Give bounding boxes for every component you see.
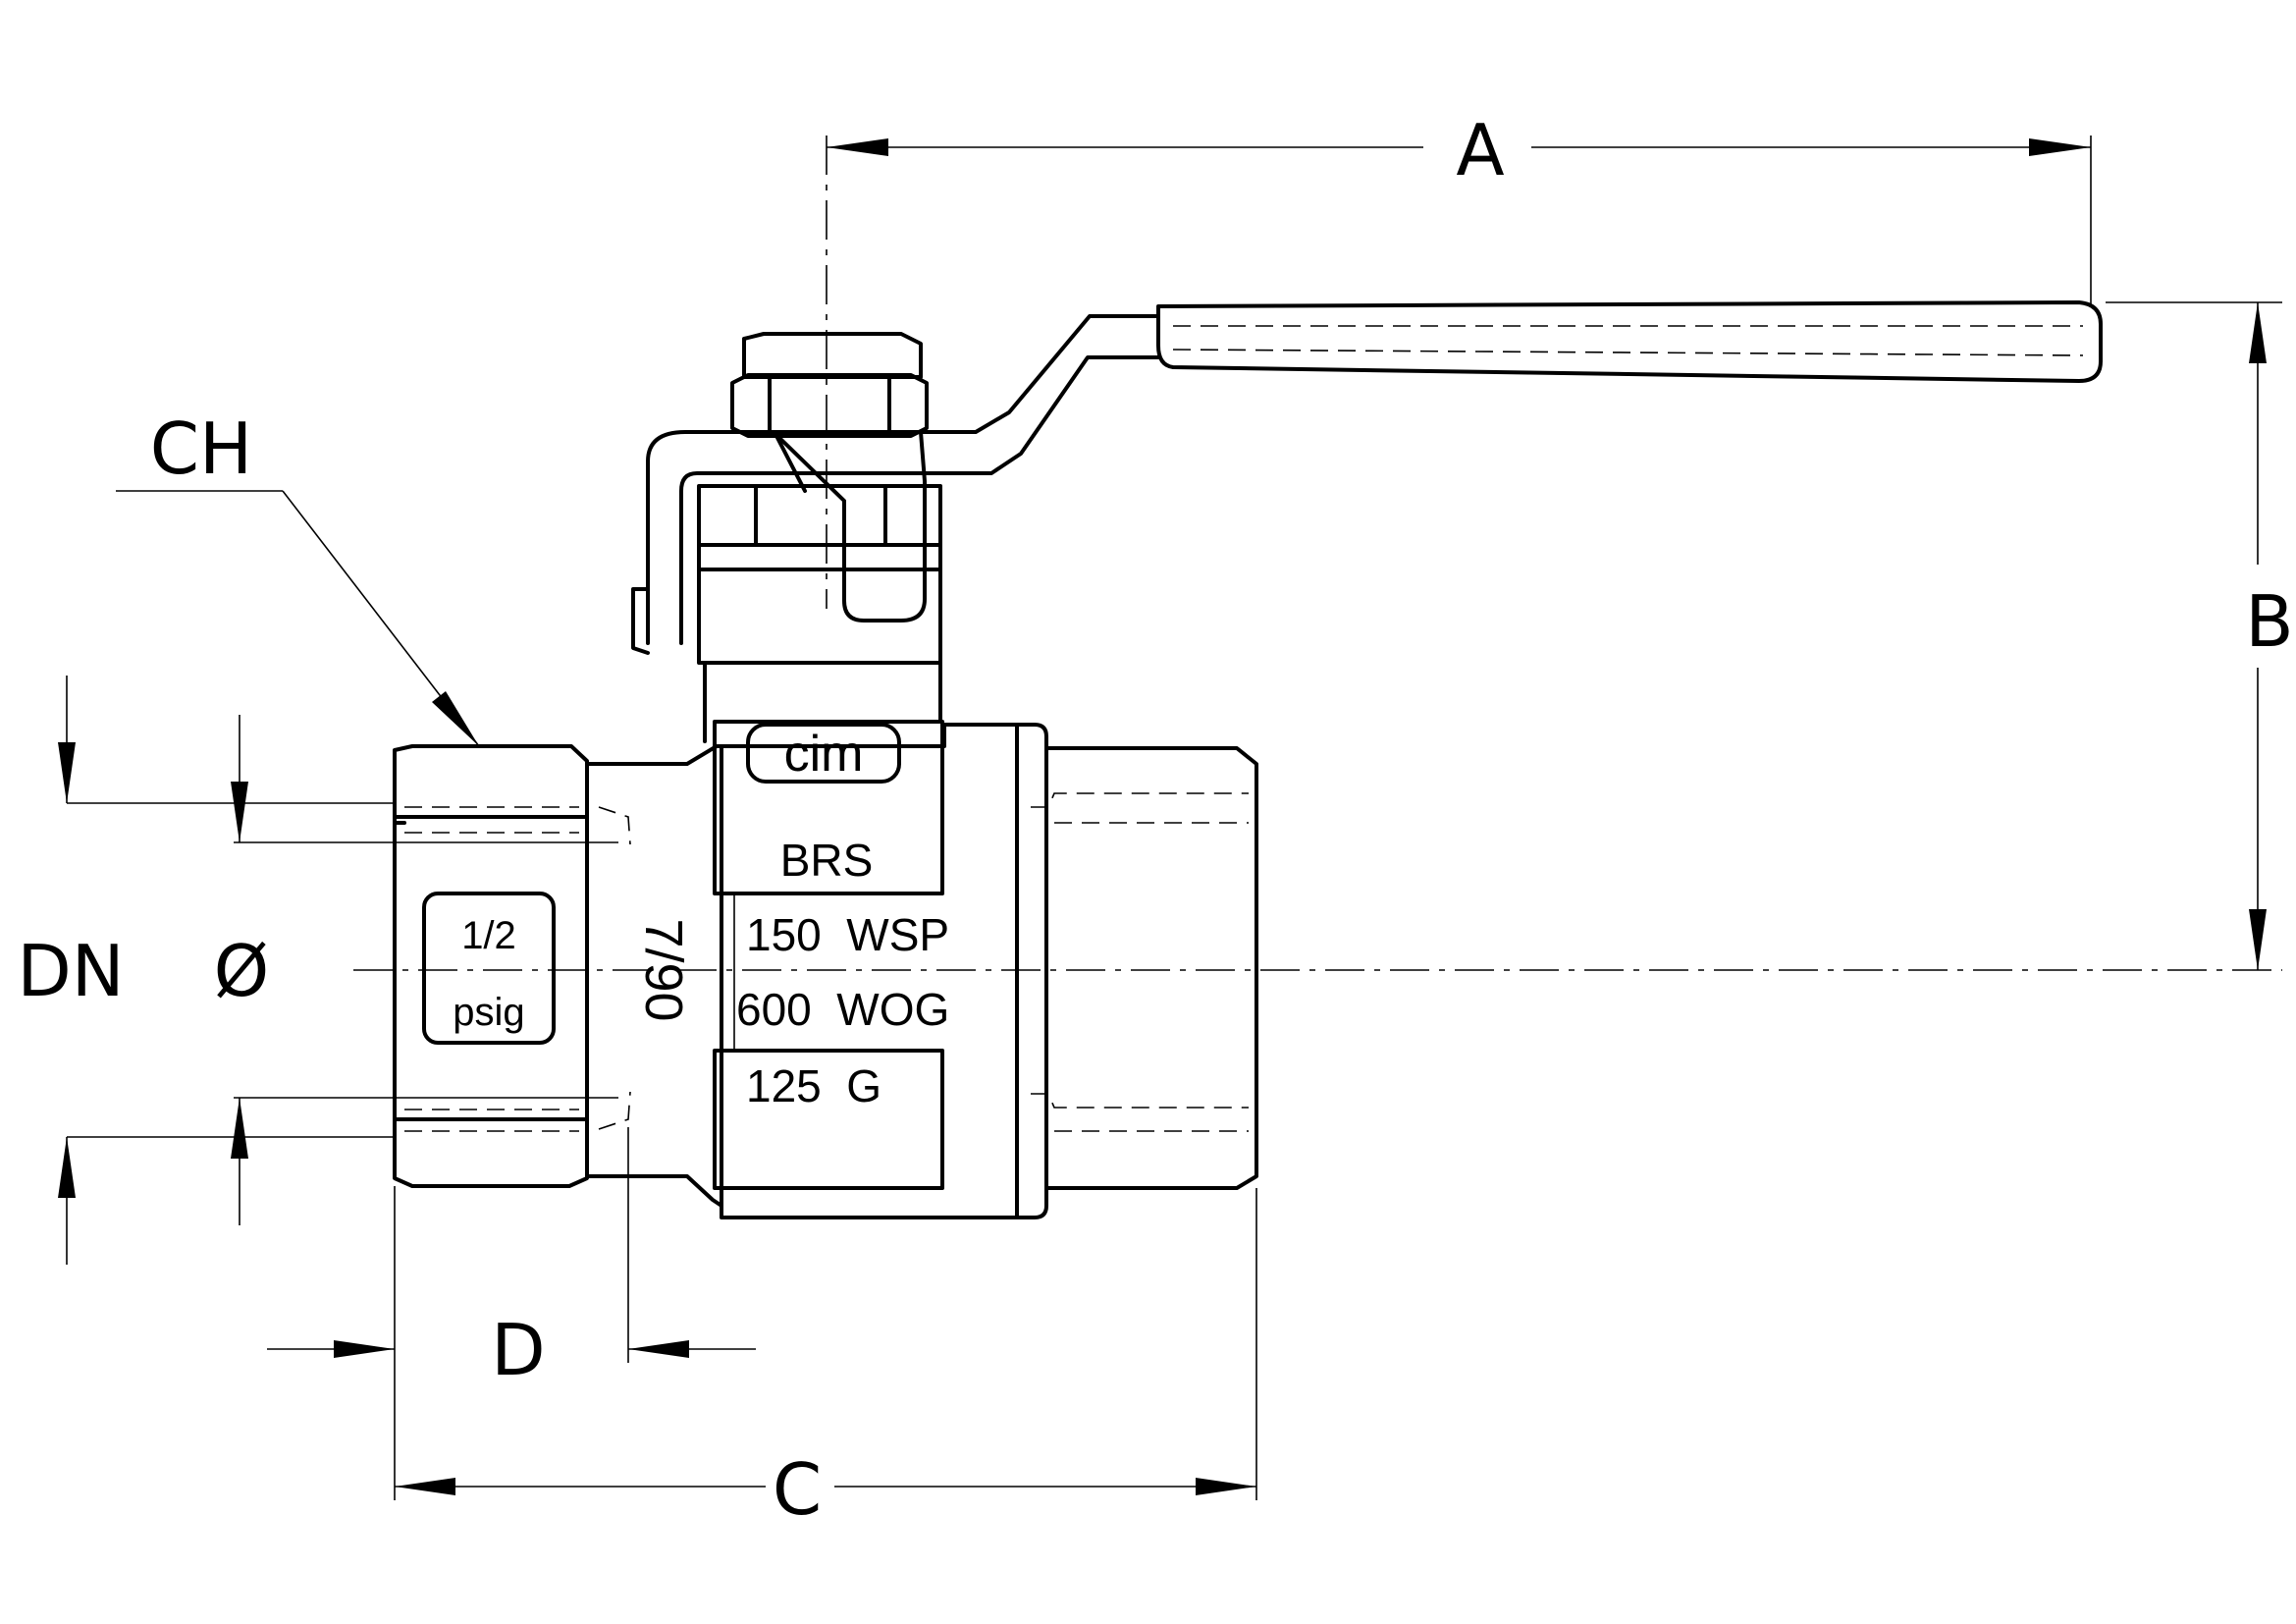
dimension-c: C — [395, 1188, 1257, 1531]
dimension-b-label: B — [2245, 580, 2293, 663]
wog-rating-marking: 600 WOG — [736, 984, 949, 1035]
size-marking: 1/2 — [461, 914, 516, 957]
brand-logo-text: cim — [784, 726, 864, 783]
valve-body — [713, 720, 1048, 1219]
wsp-rating-marking: 150 WSP — [746, 909, 949, 960]
dimension-ch: CH — [116, 407, 480, 747]
pressure-unit-marking: psig — [453, 991, 524, 1034]
dimension-dn: DN — [17, 676, 395, 1265]
dimension-diameter-label: Ø — [214, 930, 270, 1012]
dimension-dn-label: DN — [17, 930, 124, 1012]
dimension-ch-label: CH — [150, 407, 252, 490]
dimension-b: B — [2106, 301, 2294, 970]
left-hex-end — [393, 744, 589, 1188]
dimension-a-label: A — [1456, 109, 1504, 191]
dimension-c-label: C — [773, 1448, 822, 1531]
date-marking: 7/90 — [634, 918, 693, 1021]
right-end — [1031, 746, 1258, 1190]
stem-nut — [730, 332, 929, 438]
dimension-d: D — [267, 1127, 756, 1500]
dimension-a: A — [827, 109, 2092, 304]
dimension-d-label: D — [491, 1309, 545, 1391]
dimension-diameter: Ø — [214, 715, 618, 1225]
handle-lever — [631, 300, 2103, 655]
stem-housing — [697, 484, 942, 743]
gas-rating-marking: 125 G — [746, 1060, 881, 1111]
body-markings: cim BRS 150 WSP 600 WOG 125 G 1/2 psig 7… — [453, 723, 949, 1111]
material-marking: BRS — [780, 835, 874, 886]
